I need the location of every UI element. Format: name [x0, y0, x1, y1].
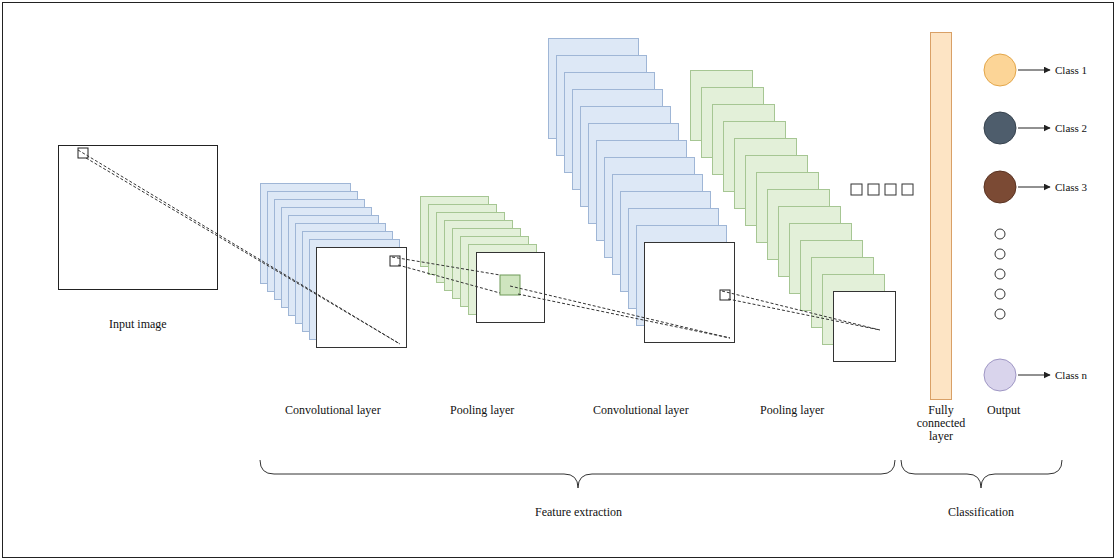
output-class: Class n [983, 358, 1017, 392]
group-label: Classification [948, 506, 1014, 519]
layer-label: Convolutional layer [285, 404, 381, 417]
pooling-window [500, 275, 520, 295]
layer-label: Convolutional layer [593, 404, 689, 417]
flatten-squares [851, 184, 913, 195]
layer-label: Pooling layer [760, 404, 824, 417]
layer-label: Input image [109, 318, 167, 331]
layer-label: Pooling layer [450, 404, 514, 417]
output-label: Output [987, 404, 1020, 417]
class-circle [983, 170, 1017, 204]
sheet-stack [261, 184, 407, 348]
group-label: Feature extraction [535, 506, 622, 519]
feature-map [477, 253, 545, 323]
pooling-layer: Pooling layer [420, 196, 544, 322]
convolutional-layer: Convolutional layer [548, 38, 734, 342]
class-label: Class 1 [1055, 64, 1087, 77]
feature-map [645, 243, 735, 343]
feature-map-stacks [261, 39, 896, 362]
class-label: Class n [1055, 369, 1087, 382]
receptive-field [720, 290, 730, 300]
class-circle [984, 54, 1016, 86]
class-circle [983, 53, 1017, 87]
class-circle [983, 111, 1017, 145]
class-label: Class 3 [1055, 181, 1087, 194]
output-class: Class 2 [983, 111, 1017, 145]
receptive-field [390, 256, 400, 266]
output-class: Class 3 [983, 170, 1017, 204]
output-class: Class 1 [983, 53, 1017, 87]
fully-connected-layer: Fully connected layer [930, 32, 952, 400]
more-dots [995, 229, 1005, 319]
sheet-stack [691, 71, 896, 362]
layer-label: Fully connected layer [905, 404, 977, 443]
input-image: Input image [58, 145, 218, 290]
brace [901, 460, 1062, 488]
feature-map [317, 248, 407, 348]
sheet-stack [421, 197, 545, 323]
convolutional-layer: Convolutional layer [260, 183, 406, 347]
class-circle [984, 171, 1016, 203]
projection-line [78, 150, 400, 344]
class-label: Class 2 [1055, 122, 1087, 135]
projection-line [510, 286, 730, 338]
frame [3, 3, 1114, 558]
class-circle [984, 359, 1016, 391]
brace [260, 460, 895, 488]
class-arrows [1018, 70, 1050, 375]
class-circle [984, 112, 1016, 144]
class-circle [983, 358, 1017, 392]
pooling-layer: Pooling layer [690, 70, 895, 361]
projection-line [392, 257, 500, 293]
projection-line [722, 291, 880, 330]
